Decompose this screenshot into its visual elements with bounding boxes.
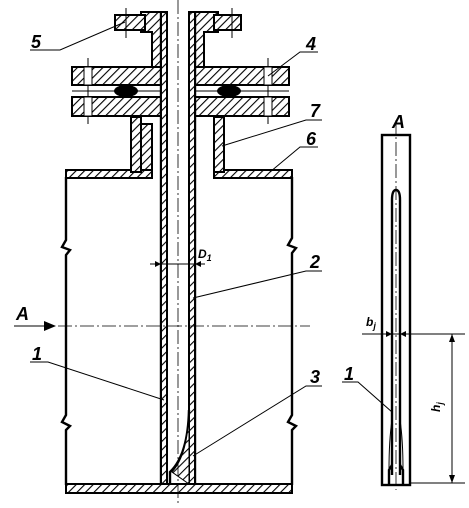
label-width: bj xyxy=(366,315,376,331)
label-5: 5 xyxy=(31,32,42,52)
label-section-view-title: A xyxy=(391,112,405,132)
leader-2 xyxy=(192,270,322,299)
label-diameter: D1 xyxy=(198,247,212,263)
section-blade-right-taper xyxy=(399,419,404,471)
top-flange-left xyxy=(114,14,146,31)
nozzle-neck-right-wall xyxy=(213,116,225,173)
upper-flange-right xyxy=(194,66,290,86)
leader-5 xyxy=(30,21,126,51)
pipe-wall-right-hatch xyxy=(188,11,196,485)
section-blade-left-taper xyxy=(388,419,393,471)
height-arrow-bottom xyxy=(449,475,455,483)
label-7: 7 xyxy=(310,101,321,121)
leader-6 xyxy=(269,146,318,173)
top-flange-right xyxy=(213,14,242,31)
leader-7 xyxy=(221,119,322,147)
vessel-left-wall xyxy=(60,177,73,485)
vessel-main-view xyxy=(14,0,310,506)
bolt-left-nut-top xyxy=(83,66,93,86)
bolt-right-nut-bottom xyxy=(263,96,273,117)
diameter-arrow-right xyxy=(195,261,201,267)
section-blade xyxy=(390,188,402,475)
leader-lines-main xyxy=(30,21,322,457)
label-3: 3 xyxy=(310,367,320,387)
label-2: 2 xyxy=(309,252,320,272)
diameter-arrow-left xyxy=(155,261,161,267)
label-1-right: 1 xyxy=(344,364,354,384)
width-arrow-left xyxy=(386,331,392,337)
section-outer-strip xyxy=(380,133,412,487)
width-arrow-right xyxy=(400,331,406,337)
leader-1-left xyxy=(30,361,165,401)
leader-3 xyxy=(192,385,322,457)
labels: 5 4 7 6 2 1 3 A D1 A 1 bj hj xyxy=(15,32,445,412)
label-height: hj xyxy=(429,402,445,412)
nozzle-neck-left-wall xyxy=(130,116,142,173)
label-6: 6 xyxy=(306,129,317,149)
label-1-left: 1 xyxy=(32,344,42,364)
section-arrow-head xyxy=(44,321,56,331)
probe-tip-fill xyxy=(171,409,190,485)
lower-flange-right xyxy=(194,96,290,117)
leader-4 xyxy=(267,51,318,77)
section-view xyxy=(342,120,465,490)
leader-1-right xyxy=(342,381,393,413)
vessel-top-cover-left xyxy=(65,169,153,179)
label-4: 4 xyxy=(305,34,316,54)
vessel-bottom-plate xyxy=(65,483,293,494)
height-arrow-top xyxy=(449,334,455,342)
label-section-arrow: A xyxy=(15,304,29,324)
bolt-left-nut-bottom xyxy=(83,96,93,117)
vessel-top-cover-right xyxy=(213,169,293,179)
vessel-right-wall xyxy=(286,177,299,485)
pipe-wall-left-hatch xyxy=(160,11,168,485)
